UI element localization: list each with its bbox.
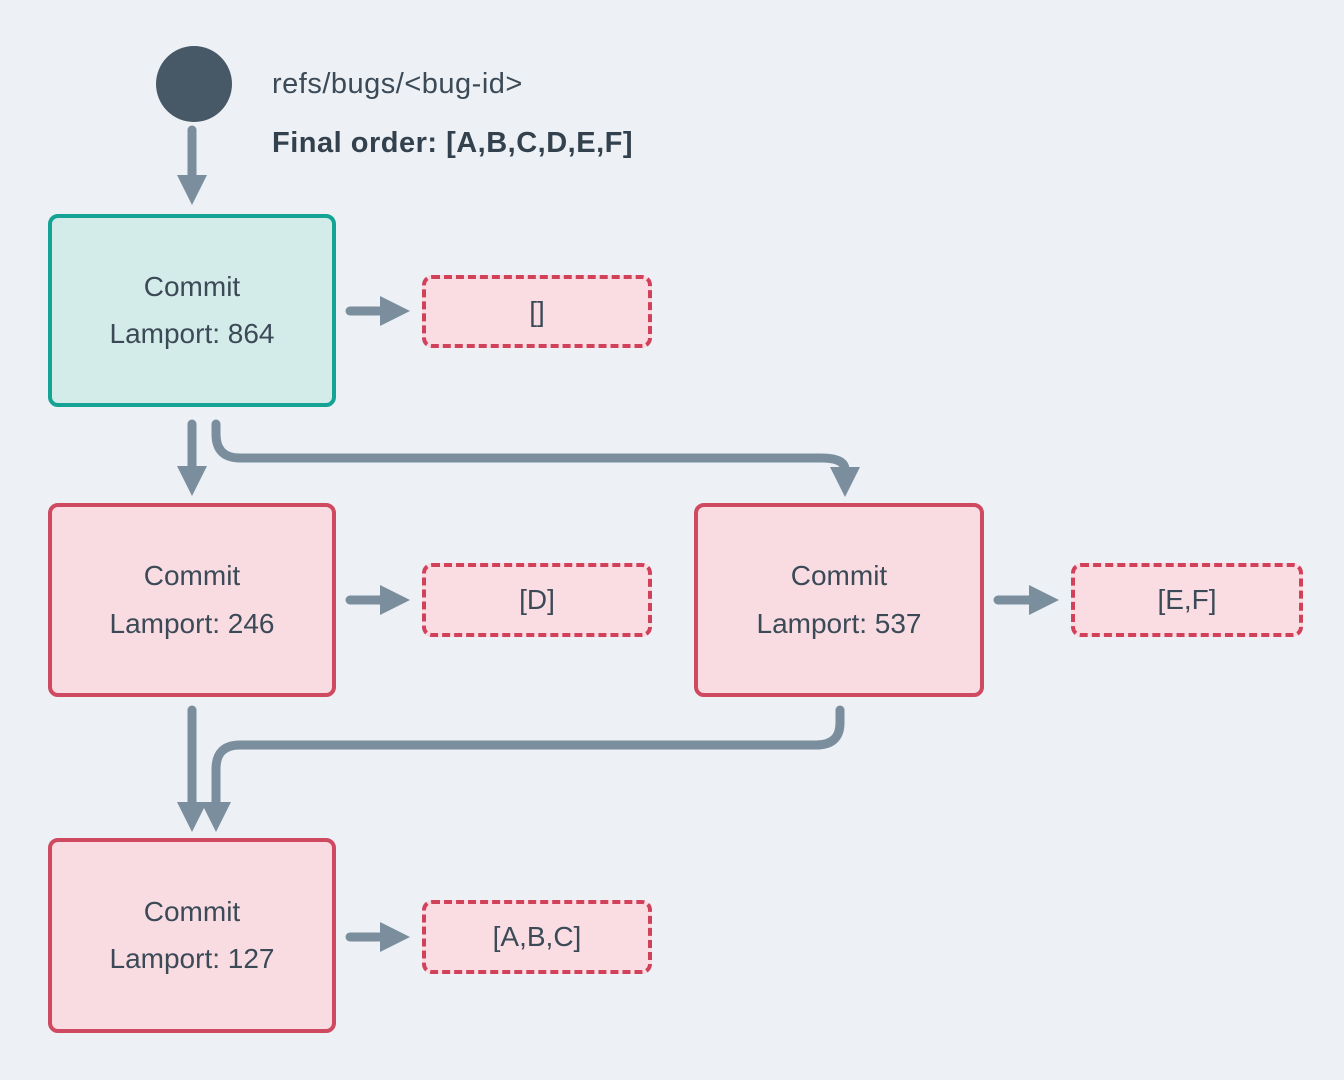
payload-label: [A,B,C] xyxy=(492,921,582,952)
commit-node-246: Commit Lamport: 246 xyxy=(48,503,336,697)
commit-title: Commit xyxy=(143,560,241,592)
commit-title: Commit xyxy=(143,270,241,302)
payload-box-d: [D] xyxy=(422,563,652,637)
commit-node-537: Commit Lamport: 537 xyxy=(694,503,984,697)
branch-ref-node xyxy=(156,46,232,122)
branch-ref-label: refs/bugs/<bug-id> xyxy=(272,68,523,100)
commit-node-864: Commit Lamport: 864 xyxy=(48,214,336,407)
payload-label: [] xyxy=(529,295,545,327)
payload-box-ef: [E,F] xyxy=(1071,563,1303,637)
payload-label: [D] xyxy=(519,584,555,615)
payload-box-abc: [A,B,C] xyxy=(422,900,652,974)
commit-lamport-label: Lamport: 537 xyxy=(756,607,922,639)
payload-box-empty: [] xyxy=(422,275,652,348)
final-order-label: Final order: [A,B,C,D,E,F] xyxy=(272,127,633,159)
commit-lamport-label: Lamport: 127 xyxy=(109,943,275,974)
commit-title: Commit xyxy=(790,560,888,592)
commit-title: Commit xyxy=(143,895,241,927)
commit-node-127: Commit Lamport: 127 xyxy=(48,838,336,1033)
edge-537-to-127-arrow xyxy=(201,705,845,832)
payload-label: [E,F] xyxy=(1157,584,1217,615)
commit-lamport-label: Lamport: 864 xyxy=(109,318,275,349)
edge-864-to-537-arrow xyxy=(211,419,860,497)
commit-lamport-label: Lamport: 246 xyxy=(109,607,275,639)
